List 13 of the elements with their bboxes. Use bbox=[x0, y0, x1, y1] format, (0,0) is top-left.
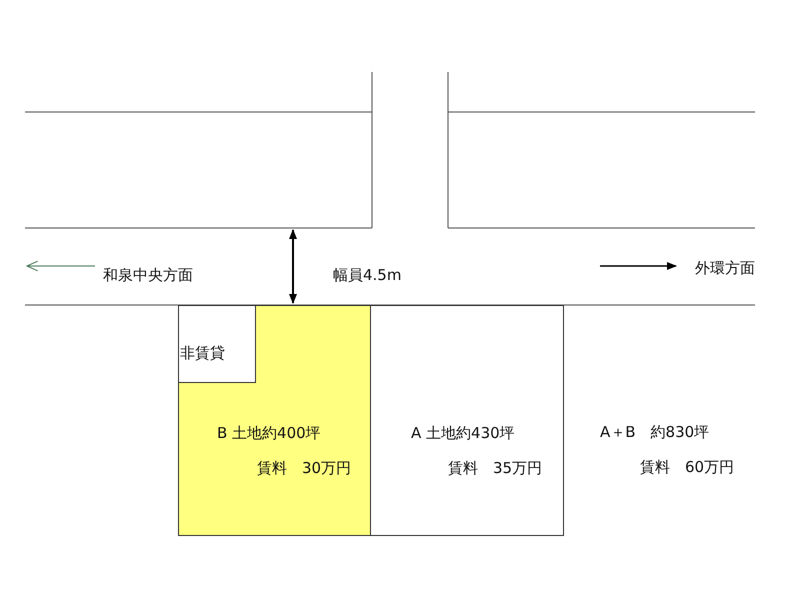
rent-label: 賃料 35万円 bbox=[448, 459, 542, 477]
plot-area-label: A 土地約430坪 bbox=[411, 424, 515, 442]
plot-label: 非賃貸 bbox=[180, 344, 225, 362]
land-plot bbox=[178, 305, 256, 383]
road-width-label: 幅員4.5m bbox=[333, 266, 402, 284]
total-area-label: A＋B 約830坪 bbox=[600, 423, 710, 441]
rent-label: 賃料 30万円 bbox=[257, 459, 352, 477]
direction-label: 外環方面 bbox=[695, 259, 755, 277]
plot-area-label: B 土地約400坪 bbox=[217, 424, 321, 442]
land-plot bbox=[370, 305, 564, 536]
land-plot bbox=[178, 305, 371, 536]
rent-label: 賃料 60万円 bbox=[640, 458, 734, 476]
direction-label: 和泉中央方面 bbox=[103, 266, 193, 284]
